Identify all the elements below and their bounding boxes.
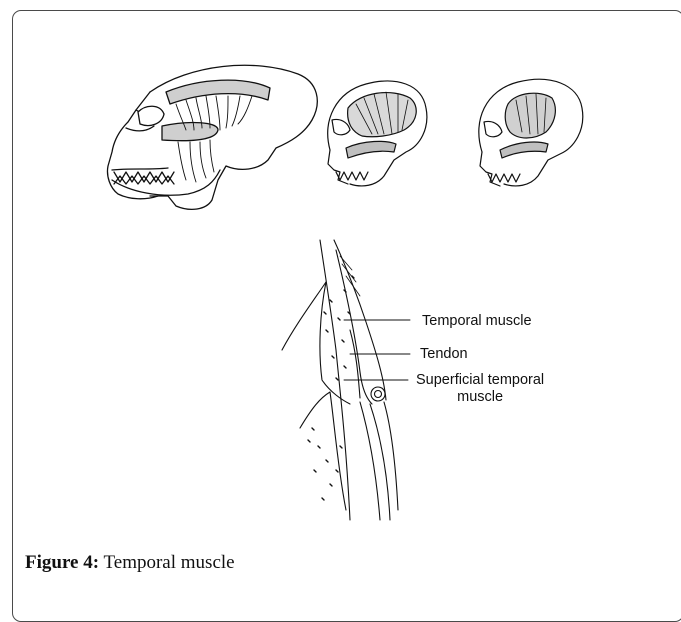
cross-section-icon bbox=[282, 240, 410, 520]
figure-caption: Figure 4: Temporal muscle bbox=[25, 552, 235, 574]
human-skull-b-icon bbox=[479, 79, 583, 186]
human-skull-a-icon bbox=[328, 81, 427, 186]
superficial-temporal-muscle-label: Superficial temporal muscle bbox=[416, 372, 544, 406]
ape-skull-icon bbox=[107, 65, 317, 209]
temporal-muscle-label: Temporal muscle bbox=[422, 313, 532, 330]
superficial-label-line1: Superficial temporal bbox=[416, 372, 544, 389]
figure-caption-label: Figure 4: bbox=[25, 552, 99, 573]
tendon-label: Tendon bbox=[420, 346, 468, 363]
superficial-label-line2: muscle bbox=[416, 389, 544, 406]
figure-caption-text: Temporal muscle bbox=[103, 552, 234, 573]
